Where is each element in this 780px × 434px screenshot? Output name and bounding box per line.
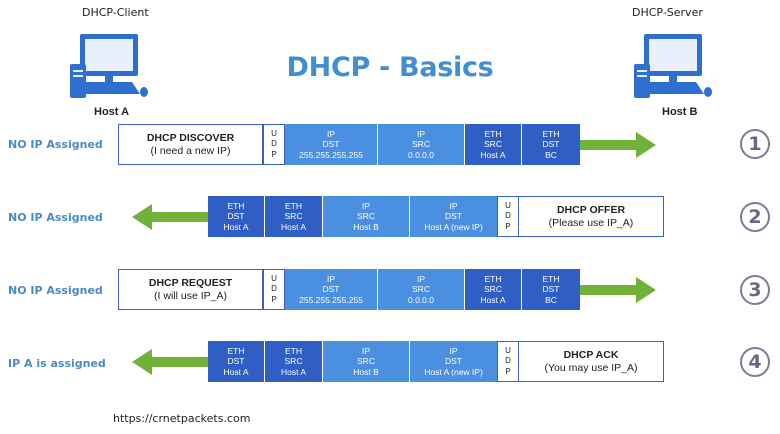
step-number-1: 1 [740, 129, 770, 159]
client-label: DHCP-Client [82, 6, 149, 19]
host-a-label: Host A [94, 106, 130, 118]
message-field: DHCP ACK (You may use IP_A) [519, 341, 664, 382]
computer-icon-server [634, 34, 712, 98]
status-row-1: NO IP Assigned [8, 138, 103, 151]
message-field: DHCP OFFER (Please use IP_A) [519, 196, 664, 237]
status-row-2: NO IP Assigned [8, 211, 103, 224]
arrow-left-icon [132, 349, 208, 375]
step-number-4: 4 [740, 347, 770, 377]
host-b-label: Host B [662, 106, 698, 118]
computer-icon-client [70, 34, 148, 98]
step-number-3: 3 [740, 275, 770, 305]
arrow-right-icon [580, 132, 656, 158]
arrow-left-icon [132, 204, 208, 230]
status-row-3: NO IP Assigned [8, 284, 103, 297]
message-field: DHCP REQUEST (I will use IP_A) [118, 269, 263, 310]
status-row-4: IP A is assigned [8, 357, 106, 370]
diagram-title: DHCP - Basics [286, 52, 494, 83]
step-number-2: 2 [740, 202, 770, 232]
arrow-right-icon [580, 277, 656, 303]
message-field: DHCP DISCOVER (I need a new IP) [118, 124, 263, 165]
footer-url: https://crnetpackets.com [113, 412, 251, 425]
server-label: DHCP-Server [632, 6, 703, 19]
